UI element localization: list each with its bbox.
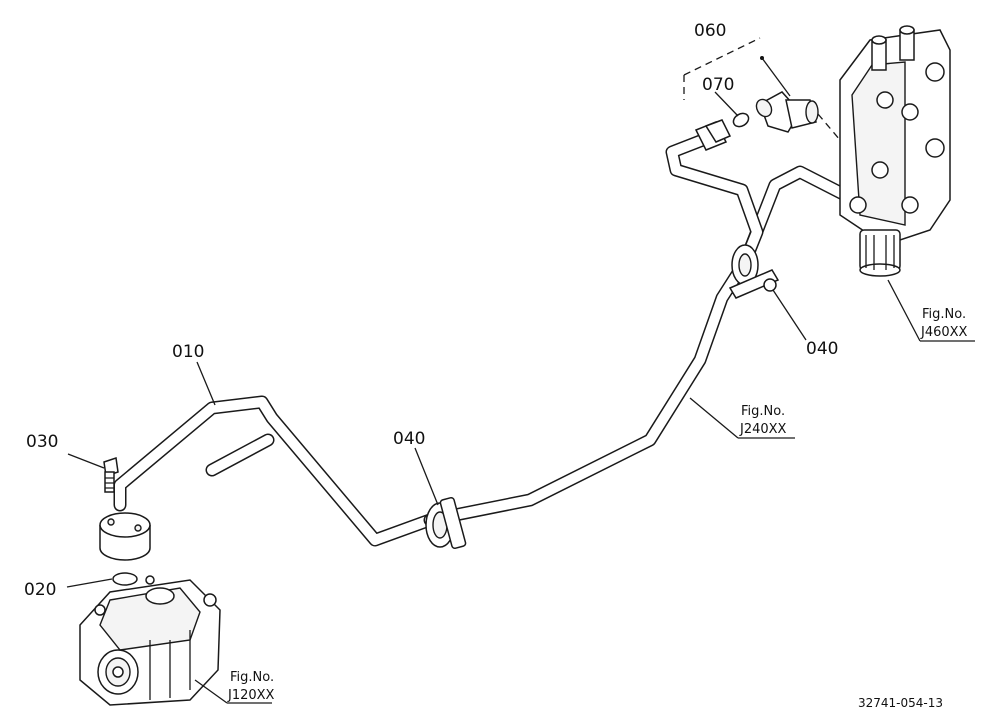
callout-040-upper: 040 — [806, 339, 838, 359]
drawing-code: 32741-054-13 — [858, 696, 943, 710]
pipe-main — [423, 131, 852, 527]
callout-030: 030 — [26, 432, 58, 452]
callout-020: 020 — [24, 580, 56, 600]
ref-valve-line2: J460XX — [920, 325, 968, 340]
leader-lines — [66, 91, 975, 704]
hydraulic-pump — [79, 575, 221, 706]
ref-pipe-line2: J240XX — [739, 422, 787, 437]
o-ring-020 — [112, 572, 138, 586]
ref-pump-line1: Fig.No. — [230, 670, 274, 685]
control-valve — [839, 25, 951, 277]
callout-010: 010 — [172, 342, 204, 362]
callout-040-lower: 040 — [393, 429, 425, 449]
pipe-nut-fitting — [694, 119, 732, 151]
elbow-fitting-060 — [683, 37, 841, 141]
clamp-upper — [728, 244, 780, 299]
callout-070: 070 — [702, 75, 734, 95]
ref-pump-line2: J120XX — [227, 688, 275, 703]
pump-flange — [99, 512, 151, 561]
clamp-lower — [425, 496, 467, 550]
ref-pipe-line1: Fig.No. — [741, 404, 785, 419]
pipe-010 — [113, 395, 437, 547]
callout-060: 060 — [694, 21, 726, 41]
bolt-030 — [103, 457, 119, 493]
ref-valve-line1: Fig.No. — [922, 307, 966, 322]
